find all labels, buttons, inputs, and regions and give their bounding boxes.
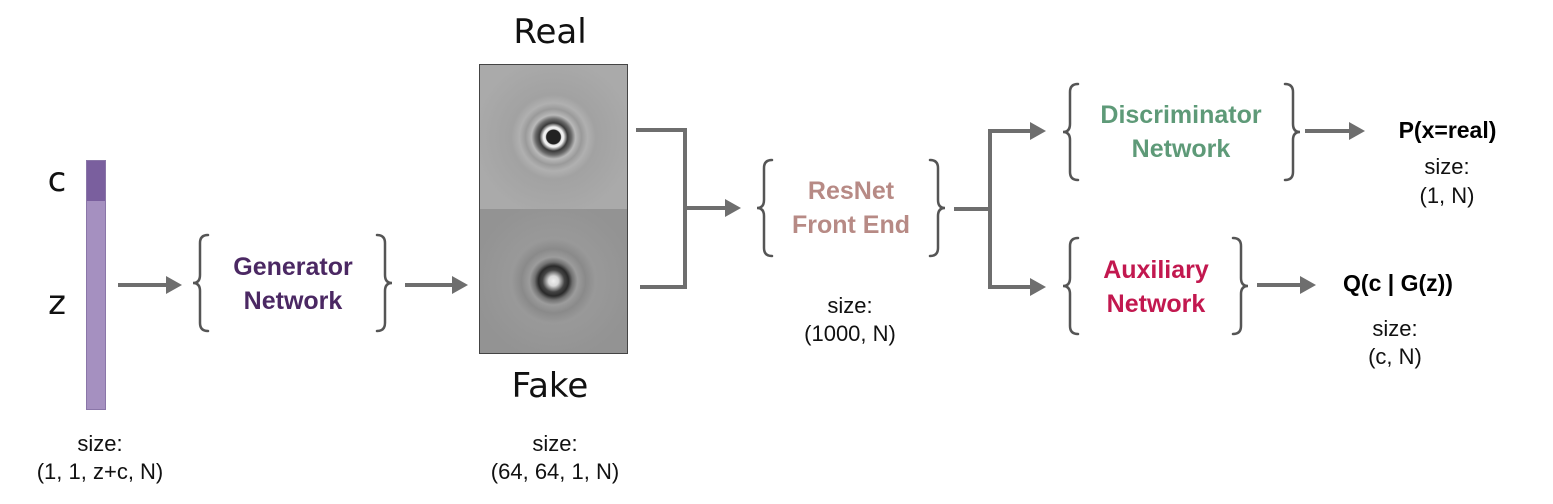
z-label: z [48, 283, 66, 323]
image-stack [479, 64, 628, 354]
arrowhead-4 [1030, 122, 1046, 140]
auxiliary-size-label: size: [1372, 316, 1418, 341]
discriminator-brace-left [1062, 82, 1080, 182]
auxiliary-network: Auxiliary Network [1076, 253, 1236, 321]
arrowhead-5 [1030, 278, 1046, 296]
input-size-value: (1, 1, z+c, N) [36, 459, 164, 484]
discriminator-size-value: (1, N) [1419, 183, 1475, 208]
resnet-line2: Front End [791, 211, 911, 239]
auxiliary-size-value: (c, N) [1368, 344, 1422, 369]
arrowhead-3 [725, 199, 741, 217]
resnet-brace-left [756, 158, 774, 258]
auxiliary-brace-left [1062, 236, 1080, 336]
real-image [480, 65, 627, 209]
input-size-label: size: [77, 431, 123, 456]
latent-c-segment [87, 161, 105, 201]
auxiliary-line1: Auxiliary [1103, 256, 1209, 284]
discriminator-network: Discriminator Network [1076, 98, 1286, 166]
generator-brace-left [192, 233, 210, 333]
merge-connector [636, 128, 687, 289]
c-label: c [47, 160, 67, 200]
discriminator-brace-right [1283, 82, 1301, 182]
discriminator-line2: Network [1131, 135, 1231, 163]
fake-image [480, 209, 627, 353]
auxiliary-output: Q(c | G(z)) [1343, 270, 1453, 296]
discriminator-size-label: size: [1424, 154, 1470, 179]
discriminator-line1: Discriminator [1100, 101, 1262, 129]
image-size-value: (64, 64, 1, N) [490, 459, 620, 484]
generator-brace-right [375, 233, 393, 333]
resnet-brace-right [928, 158, 946, 258]
generator-line1: Generator [233, 253, 353, 281]
resnet-size-value: (1000, N) [804, 321, 896, 346]
generator-line2: Network [243, 287, 343, 315]
discriminator-output: P(x=real) [1398, 117, 1497, 143]
resnet-size-label: size: [827, 293, 873, 318]
resnet-line1: ResNet [807, 177, 895, 205]
arrowhead-1 [166, 276, 182, 294]
fake-label: Fake [511, 366, 589, 406]
auxiliary-line2: Network [1106, 290, 1206, 318]
arrowhead-7 [1300, 276, 1316, 294]
resnet-front-end: ResNet Front End [770, 174, 932, 242]
latent-vector-bar [86, 160, 106, 410]
generator-network: Generator Network [205, 250, 381, 318]
real-label: Real [513, 12, 587, 52]
image-size-label: size: [532, 431, 578, 456]
auxiliary-brace-right [1231, 236, 1249, 336]
arrowhead-2 [452, 276, 468, 294]
split-connector [988, 129, 1030, 289]
arrowhead-6 [1349, 122, 1365, 140]
